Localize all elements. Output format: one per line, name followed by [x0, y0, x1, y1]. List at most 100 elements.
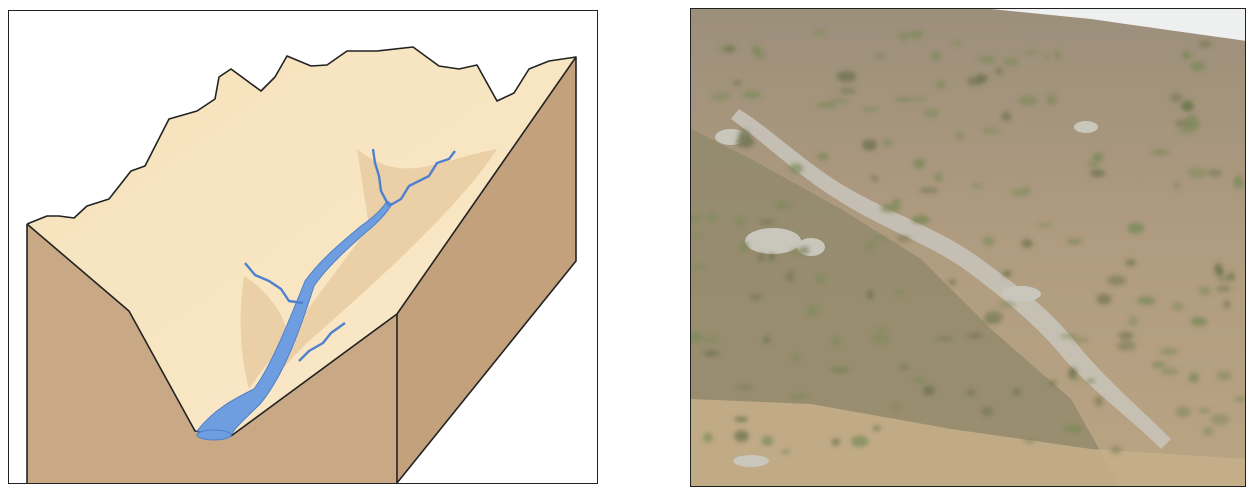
shrub [1227, 271, 1235, 281]
shrub [1053, 51, 1062, 59]
hillside-gully-photo-drawing [691, 9, 1245, 486]
shrub [861, 139, 878, 151]
shrub [1171, 302, 1184, 311]
shrub [815, 102, 836, 109]
shrub [759, 219, 776, 225]
shrub [1060, 333, 1078, 339]
shrub [841, 365, 848, 373]
shrub [912, 158, 926, 169]
shrub [703, 432, 713, 443]
rock [1001, 286, 1041, 302]
shrub [1066, 238, 1082, 245]
rock [745, 228, 801, 254]
shrub [880, 203, 900, 213]
rock [733, 455, 769, 467]
shrub [955, 132, 964, 140]
shrub [1086, 378, 1096, 383]
valley-block-diagram [8, 10, 598, 484]
shrub [1107, 275, 1127, 286]
shrub [1177, 127, 1194, 135]
shrub [761, 435, 774, 446]
shrub [1071, 337, 1090, 343]
shrub [998, 301, 1016, 308]
shrub [735, 136, 755, 148]
shrub [1207, 169, 1223, 177]
shrub [871, 175, 879, 182]
shrub [978, 55, 996, 64]
shrub [864, 240, 875, 252]
shrub [980, 406, 994, 417]
shrub [833, 336, 840, 348]
shrub [1037, 222, 1053, 228]
shrub [1180, 101, 1194, 112]
shrub [1198, 408, 1210, 413]
shrub [735, 216, 746, 229]
valley-surface [27, 47, 576, 436]
shrub [1023, 439, 1035, 444]
shrub [935, 80, 946, 89]
shrub [1092, 152, 1104, 162]
shrub [789, 393, 810, 400]
shrub [850, 435, 869, 448]
shrub [1199, 40, 1211, 48]
shrub [923, 108, 939, 119]
shrub [1185, 114, 1199, 126]
shrub [1096, 293, 1112, 305]
shrub [898, 31, 910, 42]
shrub [1070, 377, 1082, 382]
shrub [691, 216, 704, 222]
shrub [1021, 239, 1033, 248]
shrub [807, 305, 818, 317]
shrub [1160, 367, 1179, 376]
shrub [982, 236, 995, 246]
shrub [871, 333, 891, 345]
shrub [1216, 371, 1232, 381]
shrub [735, 385, 755, 390]
shrub [1001, 111, 1012, 122]
shrub [691, 264, 707, 270]
shrub [1198, 285, 1212, 296]
stream-network [196, 148, 456, 441]
shrub [703, 350, 719, 357]
shrub [1018, 95, 1038, 106]
shrub [1068, 367, 1078, 379]
rock-outcrops [715, 121, 1098, 467]
shrub [919, 187, 939, 194]
shrub [1125, 259, 1136, 266]
shrub [734, 430, 749, 442]
shrub [899, 364, 910, 370]
shrub [970, 183, 984, 189]
shrub [1002, 57, 1019, 67]
shrub [933, 172, 943, 183]
shrub [831, 438, 841, 446]
shrub [836, 70, 857, 83]
shrub [1214, 263, 1223, 275]
shrub [1137, 296, 1156, 305]
shrub [894, 97, 914, 102]
shrub [882, 138, 894, 148]
shrub [967, 76, 985, 86]
valley-shadow-left [240, 276, 289, 389]
shrub [984, 311, 1003, 324]
shrub [912, 215, 930, 224]
shrub [923, 385, 935, 396]
shrub [1188, 372, 1200, 384]
shrub [691, 233, 705, 238]
shrub [1089, 169, 1106, 177]
shrub [1043, 53, 1050, 60]
shrub [1127, 316, 1139, 327]
block-outline [26, 46, 577, 483]
shrub [1094, 396, 1104, 407]
shrub [757, 253, 765, 262]
shrub [1210, 414, 1230, 425]
shrub [981, 127, 1000, 135]
shrub [762, 335, 771, 344]
shrub [1117, 341, 1136, 351]
shrub [789, 248, 804, 255]
shrub [1223, 300, 1231, 309]
shrub [780, 449, 791, 455]
shrub [1063, 424, 1071, 432]
shrub [749, 293, 762, 301]
shrub [1203, 426, 1214, 436]
shrub [788, 163, 804, 174]
